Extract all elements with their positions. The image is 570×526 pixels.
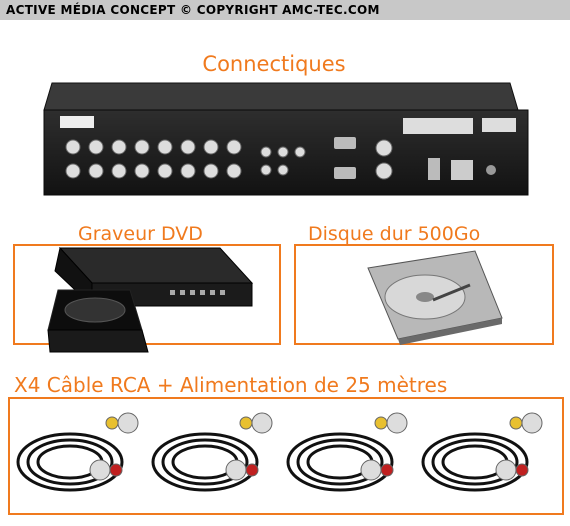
cables-title: X4 Câble RCA + Alimentation de 25 mètres [14,373,448,397]
disque-dur-title: Disque dur 500Go [308,223,481,245]
copyright-banner: ACTIVE MÉDIA CONCEPT © COPYRIGHT AMC-TEC… [0,0,570,20]
connectiques-title: Connectiques [202,52,346,76]
cable-kit-frame [8,397,564,515]
graveur-dvd-title: Graveur DVD [78,223,203,245]
copyright-text: ACTIVE MÉDIA CONCEPT © COPYRIGHT AMC-TEC… [6,3,380,17]
